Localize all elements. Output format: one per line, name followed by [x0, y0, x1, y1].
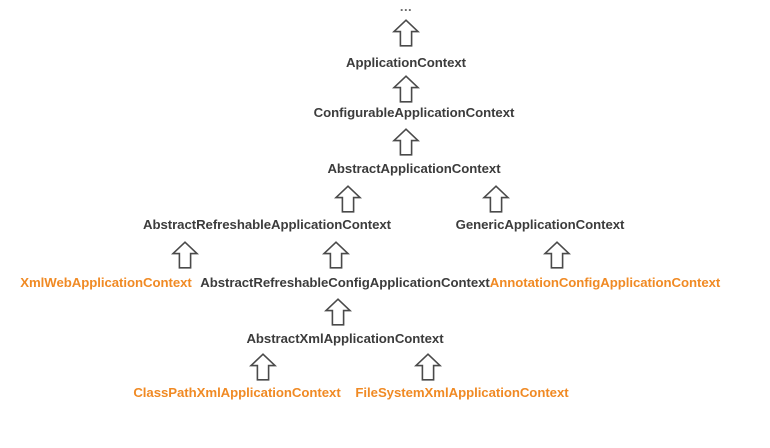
class-node-abstractRefreshableApplicationContext: AbstractRefreshableApplicationContext — [142, 217, 392, 232]
inheritance-up-arrow-icon — [392, 127, 420, 157]
inheritance-up-arrow-icon — [324, 297, 352, 327]
inheritance-up-arrow-icon — [392, 74, 420, 104]
class-node-genericApplicationContext: GenericApplicationContext — [455, 217, 625, 232]
class-node-annotationConfigApplicationContext: AnnotationConfigApplicationContext — [489, 275, 721, 290]
class-node-abstractRefreshableConfigApplicationContext: AbstractRefreshableConfigApplicationCont… — [200, 275, 490, 290]
inheritance-up-arrow-icon — [543, 240, 571, 270]
inheritance-up-arrow-icon — [322, 240, 350, 270]
inheritance-up-arrow-icon — [334, 184, 362, 214]
class-node-fileSystemXmlApplicationContext: FileSystemXmlApplicationContext — [355, 385, 569, 400]
class-node-classPathXmlApplicationContext: ClassPathXmlApplicationContext — [133, 385, 341, 400]
inheritance-up-arrow-icon — [171, 240, 199, 270]
class-node-configurableApplicationContext: ConfigurableApplicationContext — [313, 105, 515, 120]
inheritance-up-arrow-icon — [414, 352, 442, 382]
ellipsis-marker: ... — [399, 0, 413, 14]
class-node-abstractApplicationContext: AbstractApplicationContext — [327, 161, 501, 176]
class-node-applicationContext: ApplicationContext — [346, 55, 466, 70]
class-node-xmlWebApplicationContext: XmlWebApplicationContext — [20, 275, 192, 290]
inheritance-up-arrow-icon — [482, 184, 510, 214]
inheritance-up-arrow-icon — [392, 18, 420, 48]
inheritance-up-arrow-icon — [249, 352, 277, 382]
class-node-abstractXmlApplicationContext: AbstractXmlApplicationContext — [246, 331, 444, 346]
